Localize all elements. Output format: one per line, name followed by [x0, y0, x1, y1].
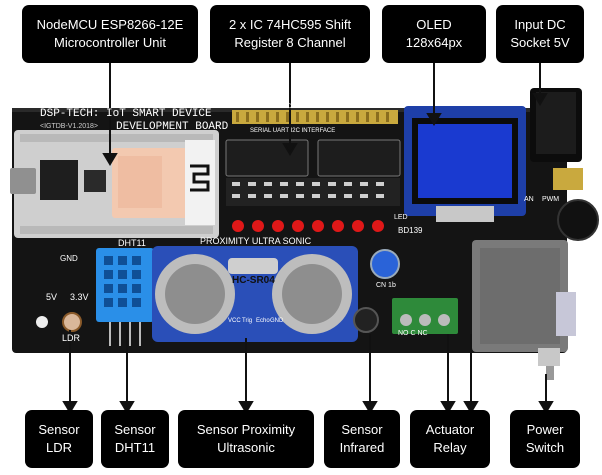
pin-label-trig: Trig [242, 318, 253, 324]
dht-label: DHT11 [118, 238, 146, 248]
i2c-label: SERIAL UART I2C INTERFACE [250, 128, 336, 134]
callout-shift-line1: 2 x IC 74HC595 Shift [228, 17, 352, 32]
header-labels: 5V TX 5PA SCL SDA [240, 104, 296, 110]
dc-socket [530, 88, 583, 190]
dht11-sensor [96, 248, 154, 346]
pin-label-gnd: GND [270, 318, 284, 324]
power-switch [538, 348, 560, 380]
bd-label: BD139 [398, 226, 423, 235]
callout-dc-line1: Input DC [514, 17, 566, 32]
relay-block [472, 240, 576, 352]
led-row [232, 220, 384, 232]
led-label: LED [394, 214, 408, 221]
callout-infrared-line2: Infrared [339, 440, 385, 455]
top-header-pins [232, 110, 398, 124]
callout-infrared-line1: Sensor [341, 422, 383, 437]
relay-terminal [392, 298, 458, 334]
board-title: DSP-TECH: IoT SMART DEVICE [40, 108, 212, 120]
cn-label: CN 1b [376, 282, 396, 289]
callout-power-line1: Power [526, 422, 564, 437]
callout-ldr-line2: LDR [45, 440, 72, 455]
pin-label-vcc: VCC [228, 318, 241, 324]
callout-lines [62, 63, 554, 414]
gnd-label: GND [60, 254, 78, 263]
callout-nodemcu-line1: NodeMCU ESP8266-12E [36, 17, 184, 32]
callout-ultrasonic-line2: Ultrasonic [217, 440, 275, 455]
board-subtitle: DEVELOPMENT BOARD [116, 121, 229, 133]
callout-dht11-line2: DHT11 [114, 440, 156, 455]
callout-nodemcu-line2: Microcontroller Unit [54, 35, 166, 50]
oled-module [404, 106, 526, 222]
pin-label-echo: Echo [256, 318, 270, 324]
callout-dc-line2: Socket 5V [510, 35, 570, 50]
v5-label: 5V [46, 292, 58, 302]
an-label: AN [524, 196, 534, 203]
callout-dc-socket: Input DC Socket 5V [496, 5, 584, 63]
callout-relay-line2: Relay [433, 440, 467, 455]
callout-ldr-line1: Sensor [38, 422, 80, 437]
callout-relay-line1: Actuator [425, 422, 475, 437]
ldr-label: LDR [62, 333, 81, 343]
shift-register-chips [225, 139, 401, 206]
prox-label: PROXIMITY ULTRA SONIC [200, 236, 312, 246]
callout-oled-line2: 128x64px [405, 35, 463, 50]
callout-power-line2: Switch [525, 440, 565, 455]
v33-label: 3.3V [70, 292, 89, 302]
board-version: <IGTDB-V1.2018> [40, 123, 98, 130]
capacitor [370, 249, 400, 279]
infrared-sensor [353, 307, 379, 333]
ultrasonic-sensor [152, 246, 358, 342]
callout-nodemcu: NodeMCU ESP8266-12E Microcontroller Unit [22, 5, 198, 63]
hc-label: HC-SR04 [232, 275, 275, 286]
buzzer [557, 199, 599, 241]
callout-ultrasonic-line1: Sensor Proximity [196, 422, 296, 437]
callout-oled-line1: OLED [416, 17, 452, 32]
callout-shift-line2: Register 8 Channel [234, 35, 346, 50]
callout-dht11-line1: Sensor [114, 422, 156, 437]
callout-oled: OLED 128x64px [382, 5, 486, 63]
pwm-label: PWM [542, 196, 560, 203]
ldr-sensor [36, 312, 82, 332]
nodemcu-module [10, 130, 219, 238]
relay-terms-label: NO C NC [398, 330, 428, 337]
